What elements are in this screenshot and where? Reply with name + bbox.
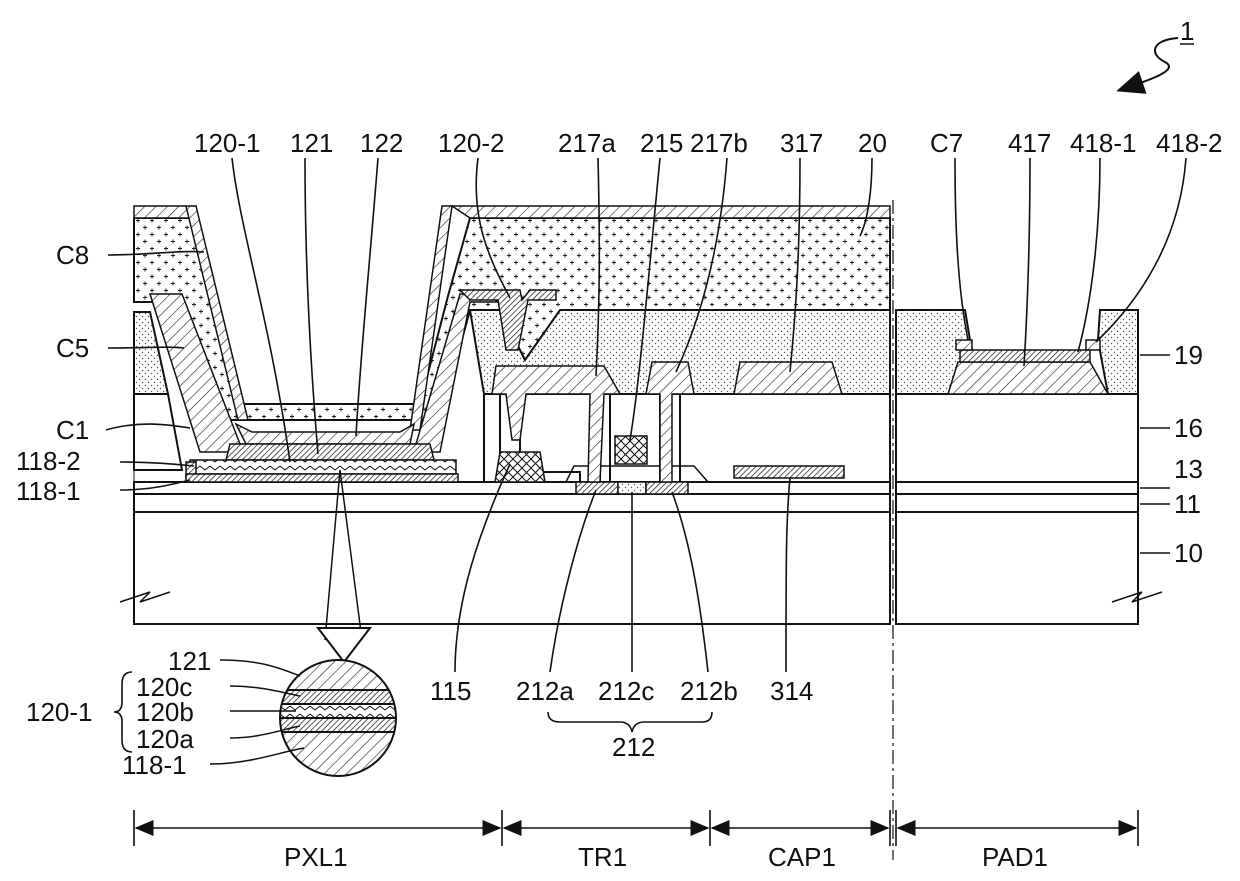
region-label-pxl1: PXL1 — [284, 842, 348, 872]
gate-electrode-215 — [615, 436, 647, 464]
region-label-tr1: TR1 — [578, 842, 627, 872]
pad-electrode-417 — [948, 362, 1108, 394]
region-dimensions: PXL1 TR1 CAP1 PAD1 — [134, 810, 1138, 872]
brace-212 — [548, 712, 712, 732]
label-C1: C1 — [56, 415, 89, 445]
figure-number: 1 — [1180, 16, 1194, 46]
inset-label-118-1: 118-1 — [122, 750, 187, 780]
insulating-layer-13-pad — [896, 482, 1138, 494]
label-217a: 217a — [558, 128, 616, 158]
label-122: 122 — [360, 128, 403, 158]
figure-leader-squiggle — [1120, 38, 1178, 90]
layer-122 — [236, 424, 414, 444]
label-417: 417 — [1008, 128, 1051, 158]
label-215: 215 — [640, 128, 683, 158]
active-212a — [576, 482, 618, 494]
region-label-pad1: PAD1 — [982, 842, 1048, 872]
capacitor-electrode-314 — [734, 466, 844, 478]
electrode-120-1 — [190, 460, 456, 474]
inset-brace — [114, 672, 132, 752]
label-314: 314 — [770, 676, 813, 706]
layer-stack — [120, 482, 1162, 624]
label-317: 317 — [780, 128, 823, 158]
inset-group-label: 120-1 — [26, 697, 93, 727]
layer-118-1 — [186, 474, 458, 482]
label-10: 10 — [1174, 538, 1203, 568]
label-120-2: 120-2 — [438, 128, 505, 158]
label-118-1: 118-1 — [16, 476, 81, 506]
electrode-115 — [495, 452, 545, 482]
label-11: 11 — [1174, 489, 1201, 519]
label-212b: 212b — [680, 676, 738, 706]
layer-121 — [226, 444, 434, 460]
label-20: 20 — [858, 128, 887, 158]
label-115: 115 — [430, 676, 471, 706]
buffer-layer-11 — [134, 494, 890, 512]
label-121: 121 — [290, 128, 333, 158]
label-418-1: 418-1 — [1070, 128, 1137, 158]
inset-label-120b: 120b — [136, 697, 194, 727]
label-217b: 217b — [690, 128, 748, 158]
insulating-layer-13 — [134, 482, 890, 494]
label-212c: 212c — [598, 676, 654, 706]
label-C8: C8 — [56, 240, 89, 270]
capacitor-electrode-317 — [734, 362, 842, 394]
buffer-layer-11-pad — [896, 494, 1138, 512]
pad-region — [948, 340, 1108, 394]
label-212: 212 — [612, 732, 655, 762]
label-C5: C5 — [56, 333, 89, 363]
figure-reference: 1 — [1120, 16, 1194, 90]
label-16: 16 — [1174, 413, 1203, 443]
label-C7: C7 — [930, 128, 963, 158]
active-212b — [646, 482, 688, 494]
substrate-10-pad — [896, 512, 1138, 624]
label-19: 19 — [1174, 340, 1203, 370]
magnified-inset: 121 120c 120b 120a 118-1 120-1 — [26, 646, 410, 782]
label-120-1: 120-1 — [194, 128, 261, 158]
label-212a: 212a — [516, 676, 574, 706]
substrate-10 — [134, 512, 890, 624]
label-418-2: 418-2 — [1156, 128, 1223, 158]
label-118-2: 118-2 — [16, 446, 81, 476]
region-label-cap1: CAP1 — [768, 842, 836, 872]
label-13: 13 — [1174, 454, 1203, 484]
